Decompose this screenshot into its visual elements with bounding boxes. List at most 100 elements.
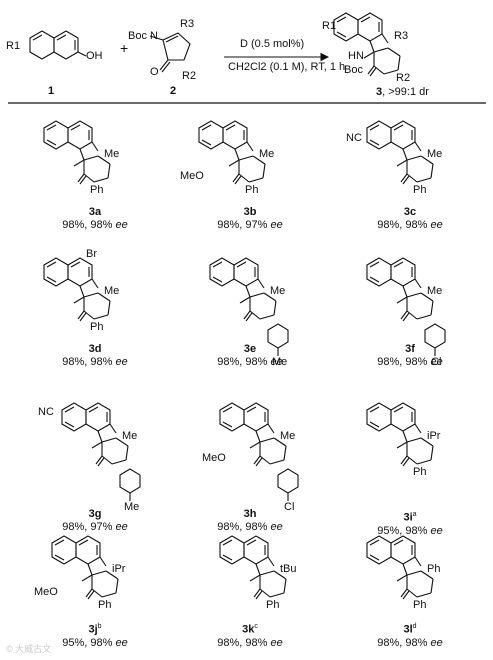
- ee-label: ee: [430, 356, 443, 368]
- compound-id-row: 3ld: [335, 620, 485, 637]
- oh-label: OH: [86, 50, 103, 62]
- product-r2-label: R2: [396, 72, 411, 84]
- yield-ee: 95%, 98% ee: [377, 525, 442, 537]
- compound-id: 3c: [403, 206, 417, 218]
- ee-label: ee: [270, 356, 283, 368]
- sub-3h-cl: Cl: [284, 501, 295, 513]
- sub-3h-meo: MeO: [202, 452, 226, 464]
- compound-id-row: 3kc: [175, 620, 325, 637]
- sub-3d-br: Br: [86, 248, 97, 260]
- ee-label: ee: [115, 356, 128, 368]
- r3-label: R3: [180, 18, 195, 30]
- sub-3e-me2: Me: [272, 356, 288, 368]
- yield-value: 98%, 98%: [217, 636, 268, 649]
- sub-3i-ph: Ph: [413, 466, 427, 478]
- sub-3d-me: Me: [104, 285, 120, 297]
- ee-label: ee: [270, 219, 283, 231]
- reactant-1-label: 1: [48, 85, 55, 97]
- sub-3g-me: Me: [122, 430, 138, 442]
- sub-3k-tbu: tBu: [280, 563, 297, 575]
- footnote-mark: c: [254, 623, 258, 630]
- sub-3a-me: Me: [104, 148, 120, 160]
- yield-ee: 98%, 98% ee: [217, 521, 282, 533]
- sub-3j-meo: MeO: [34, 586, 58, 598]
- yield-ee: 98%, 98% ee: [62, 356, 127, 368]
- structure-3c: [366, 120, 434, 185]
- footnote-mark: d: [412, 623, 417, 630]
- sub-3h-me: Me: [280, 430, 296, 442]
- o-label: O: [150, 66, 159, 78]
- product-number: 3: [376, 86, 383, 98]
- conditions-bottom: CH2Cl2 (0.1 M), RT, 1 h: [228, 61, 346, 73]
- compound-id: 3i: [403, 511, 413, 524]
- yield-value: 98%, 98%: [377, 219, 428, 231]
- yield-ee: 98%, 98% ee: [217, 637, 282, 649]
- ee-label: ee: [115, 521, 128, 533]
- sub-3c-nc: NC: [346, 132, 362, 144]
- structure-3a: [43, 120, 111, 185]
- sub-3g-nc: NC: [38, 406, 54, 418]
- compound-id: 3e: [243, 343, 257, 355]
- sub-3b-meo: MeO: [180, 170, 204, 182]
- compound-id: 3f: [405, 343, 415, 355]
- conditions-top: D (0.5 mol%): [240, 38, 305, 50]
- n-label: N: [150, 30, 158, 42]
- yield-ee: 98%, 97% ee: [62, 521, 127, 533]
- sub-3f-cl: Cl: [431, 356, 442, 368]
- ee-label: ee: [430, 219, 443, 231]
- product-hn-label: HN: [348, 50, 364, 62]
- structure-3g: [61, 402, 129, 467]
- compound-id: 3k: [242, 623, 255, 636]
- product-label: 3, >99:1 dr: [376, 86, 429, 99]
- watermark: © 大威古文: [6, 644, 52, 654]
- yield-value: 98%, 98%: [377, 356, 428, 368]
- sub-3e-me: Me: [270, 285, 286, 297]
- ee-label: ee: [270, 521, 283, 533]
- product-boc-label: Boc: [344, 64, 363, 76]
- reactant-2-label: 2: [170, 85, 177, 97]
- sub-3f-me: Me: [427, 285, 443, 297]
- yield-value: 98%, 98%: [62, 356, 113, 368]
- structure-3d: [43, 257, 111, 322]
- structure-3l: [366, 535, 434, 600]
- structure-3j: [51, 535, 119, 600]
- yield-ee: 98%, 98% ee: [377, 356, 442, 368]
- yield-value: 98%, 97%: [62, 521, 113, 533]
- sub-3l-ph2: Ph: [413, 599, 427, 611]
- ee-label: ee: [430, 636, 443, 649]
- yield-value: 95%, 98%: [62, 636, 113, 649]
- yield-ee: 98%, 98% ee: [217, 356, 282, 368]
- product-dr: , >99:1 dr: [382, 86, 429, 98]
- compound-id: 3g: [88, 508, 102, 520]
- boc-label: Boc: [128, 30, 147, 42]
- ee-label: ee: [270, 636, 283, 649]
- r1-label: R1: [6, 40, 21, 52]
- compound-id-row: 3ia: [335, 508, 485, 525]
- yield-value: 98%, 97%: [217, 219, 268, 231]
- footnote-mark: b: [97, 623, 102, 630]
- sub-3k-ph: Ph: [266, 599, 280, 611]
- compound-id: 3j: [88, 623, 98, 636]
- structure-3e: [209, 257, 277, 322]
- yield-value: 98%, 98%: [217, 356, 268, 368]
- sub-3i-ipr: iPr: [427, 430, 441, 442]
- compound-id: 3b: [243, 206, 257, 218]
- compound-id: 3d: [88, 343, 102, 355]
- structure-3k: [219, 535, 287, 600]
- yield-value: 98%, 98%: [217, 521, 268, 533]
- boc-n-label: Boc N: [128, 30, 158, 43]
- sub-3a-ph: Ph: [90, 184, 104, 196]
- plus-sign: +: [120, 40, 129, 56]
- compound-id-row: 3jb: [20, 620, 170, 637]
- structure-3i: [366, 402, 434, 467]
